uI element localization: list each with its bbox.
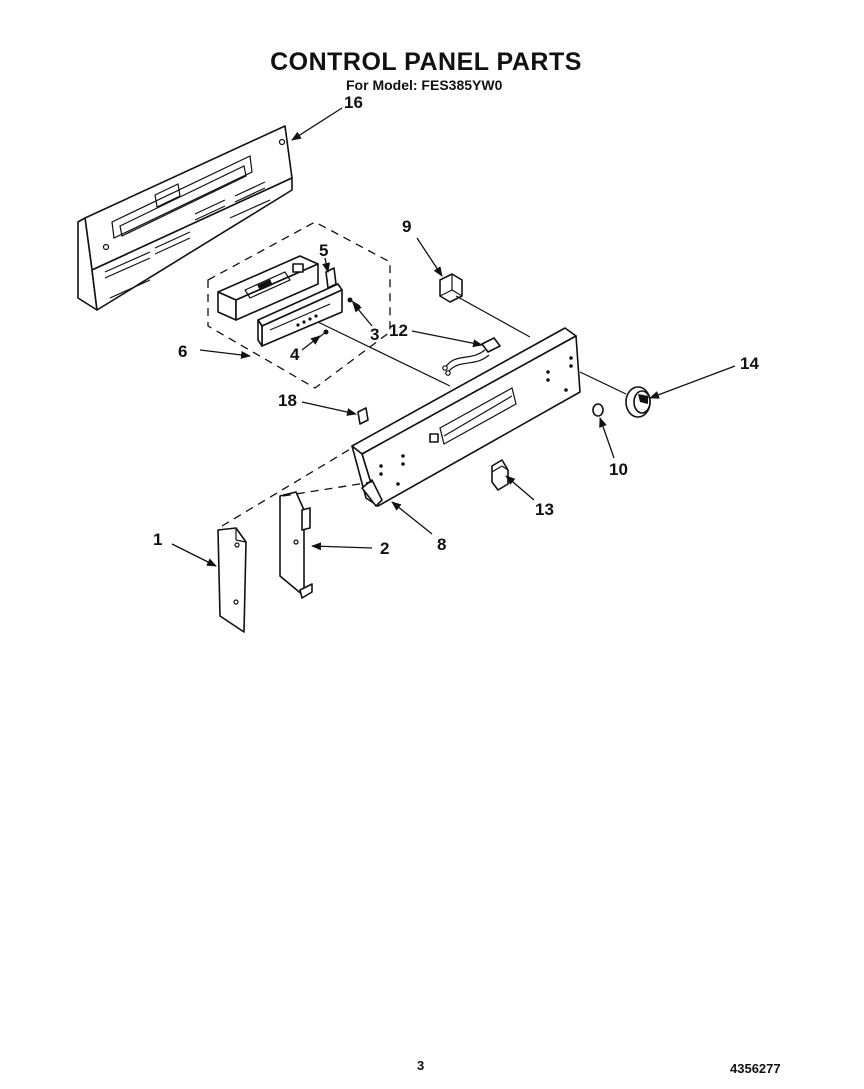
part-12-wire-harness [442, 337, 501, 376]
callout-labels: 16 9 5 3 4 6 12 14 18 10 13 8 1 2 [153, 93, 759, 558]
callout-18: 18 [278, 391, 297, 410]
part-2-right-end-cap [279, 491, 313, 599]
callout-4: 4 [290, 345, 300, 364]
part-9-switch [439, 273, 463, 303]
part-6-electronic-control [217, 255, 343, 347]
callout-8: 8 [437, 535, 446, 554]
part-10-plug [592, 403, 604, 417]
part-1-left-end-cap [217, 527, 247, 633]
callout-12: 12 [389, 321, 408, 340]
callout-2: 2 [380, 539, 389, 558]
part-8-control-panel [351, 327, 581, 507]
callout-6: 6 [178, 342, 187, 361]
part-5-clip [325, 267, 337, 289]
leader-lines [171, 107, 736, 567]
part-16-console-back-panel [77, 125, 293, 311]
alignment-lines [221, 447, 373, 527]
callout-9: 9 [402, 217, 411, 236]
assembly-guide-lines [317, 295, 627, 395]
model-subtitle: For Model: FES385YW0 [346, 77, 503, 93]
part-14-knob [625, 386, 651, 418]
callout-1: 1 [153, 530, 162, 549]
part-13-button [491, 459, 509, 491]
callout-5: 5 [319, 241, 328, 260]
page-title: CONTROL PANEL PARTS [270, 48, 582, 76]
callout-16: 16 [344, 93, 363, 112]
callout-3: 3 [370, 325, 379, 344]
part-18-clip [357, 407, 369, 425]
callout-10: 10 [609, 460, 628, 479]
callout-13: 13 [535, 500, 554, 519]
page-number: 3 [417, 1058, 425, 1073]
callout-14: 14 [740, 354, 759, 373]
document-number: 4356277 [730, 1061, 781, 1076]
assembly-6-boundary [207, 221, 391, 389]
